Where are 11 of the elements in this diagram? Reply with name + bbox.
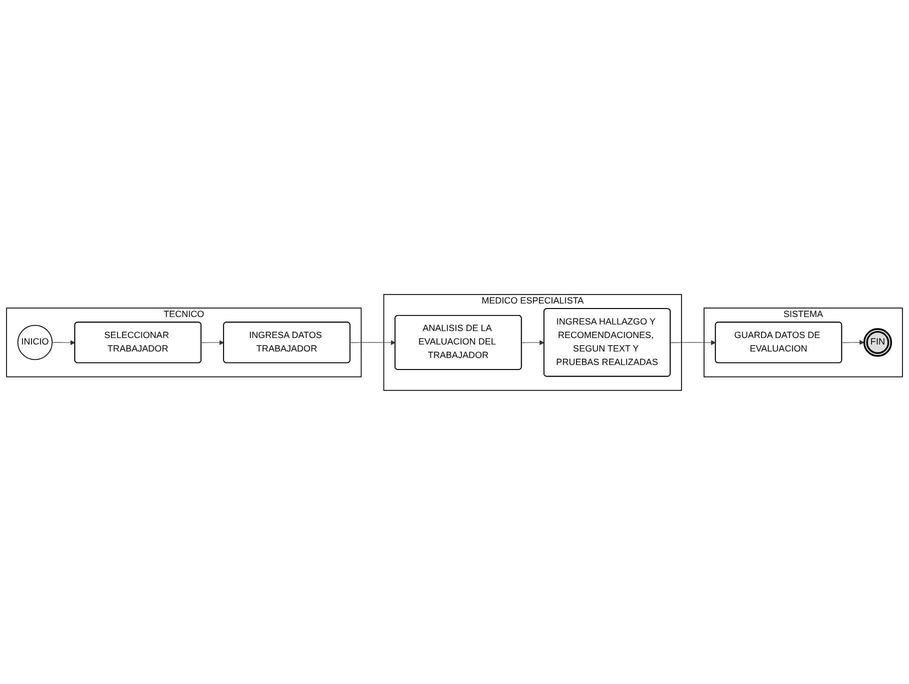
node-circle <box>17 324 53 360</box>
arrow <box>521 340 544 345</box>
arrow <box>201 340 224 345</box>
cluster <box>704 307 903 377</box>
cluster <box>383 294 682 390</box>
arrow <box>842 340 864 344</box>
arrow <box>350 340 396 345</box>
cluster <box>6 307 362 377</box>
node-circle <box>863 328 892 356</box>
arrow <box>52 340 76 345</box>
arrow <box>670 340 716 345</box>
